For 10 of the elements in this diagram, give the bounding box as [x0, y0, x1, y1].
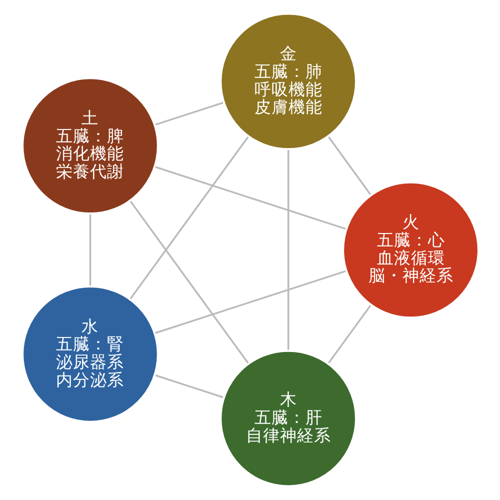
connector — [129, 200, 248, 364]
connector — [88, 214, 91, 286]
connector — [154, 374, 223, 398]
connector — [328, 305, 371, 364]
connector — [154, 102, 223, 126]
connector — [154, 166, 346, 230]
connector — [129, 136, 248, 300]
connector — [286, 150, 289, 350]
connector — [154, 270, 346, 334]
connector — [328, 136, 371, 195]
